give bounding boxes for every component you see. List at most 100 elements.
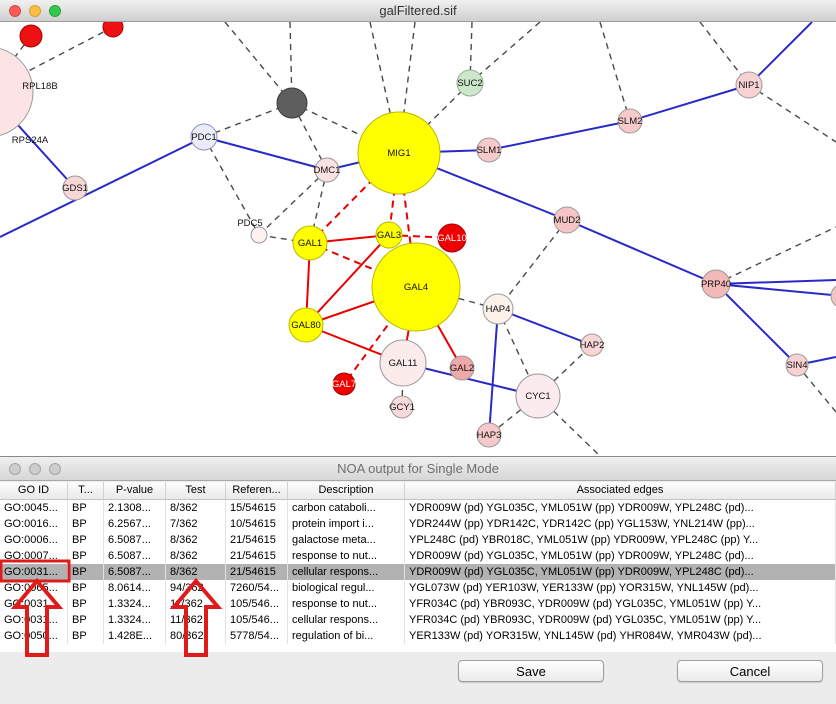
node-label-MIG1: MIG1 <box>387 148 410 159</box>
network-edge-pd <box>224 22 293 104</box>
node-label-HAP2: HAP2 <box>580 340 605 351</box>
cell-r5-c0: GO:0065... <box>0 580 68 596</box>
network-edge-pp <box>629 84 750 122</box>
network-node-SIN4[interactable] <box>785 353 809 377</box>
network-node-HAP4[interactable] <box>482 293 514 325</box>
network-node-GCY1[interactable] <box>390 395 414 419</box>
network-node-PDC5[interactable] <box>250 226 268 244</box>
network-node-NIP1[interactable] <box>735 71 763 99</box>
network-node-MIG1[interactable] <box>357 111 441 195</box>
noa-window-titlebar[interactable]: NOA output for Single Mode <box>0 457 836 481</box>
cell-r7-c6: YFR034C (pd) YBR093C, YDR009W (pd) YGL03… <box>405 612 836 628</box>
network-edge-pd <box>599 22 631 122</box>
network-node-HAP3[interactable] <box>476 422 502 448</box>
node-label-PDC1: PDC1 <box>191 132 216 143</box>
cell-r5-c6: YGL073W (pd) YER103W, YER133W (pp) YOR31… <box>405 580 836 596</box>
network-edge-pd <box>258 234 311 244</box>
column-header-0[interactable]: GO ID <box>0 482 68 499</box>
network-node-MUD2[interactable] <box>553 206 581 234</box>
cell-r3-c4: 21/54615 <box>226 548 288 564</box>
network-node-RPL18B[interactable] <box>0 47 34 137</box>
column-header-2[interactable]: P-value <box>104 482 166 499</box>
column-header-5[interactable]: Description <box>288 482 405 499</box>
network-node-GAL11[interactable] <box>379 339 427 387</box>
cell-r4-c0: GO:0031... <box>0 564 68 580</box>
cell-r4-c2: 6.5087... <box>104 564 166 580</box>
cell-r3-c2: 6.5087... <box>104 548 166 564</box>
cell-r5-c1: BP <box>68 580 104 596</box>
cell-r5-c2: 8.0614... <box>104 580 166 596</box>
network-edge-pp <box>497 308 593 346</box>
node-label-DMC1: DMC1 <box>314 165 341 176</box>
node-label-GAL1: GAL1 <box>298 238 322 249</box>
minimize-button[interactable] <box>29 5 41 17</box>
inactive-close-button[interactable] <box>9 463 21 475</box>
network-node-SLM1[interactable] <box>476 137 502 163</box>
network-node-CYC1[interactable] <box>515 373 561 419</box>
network-node-DMC1[interactable] <box>314 157 340 183</box>
network-node-PRP40[interactable] <box>701 269 731 299</box>
network-node-GAL3[interactable] <box>375 221 403 249</box>
network-node-GAL10[interactable] <box>437 223 467 253</box>
cell-r4-c5: cellular respons... <box>288 564 405 580</box>
network-node-GAL7[interactable] <box>332 372 356 396</box>
network-node-HAP2[interactable] <box>580 333 604 357</box>
column-header-6[interactable]: Associated edges <box>405 482 836 499</box>
node-label-SLM1: SLM1 <box>477 145 502 156</box>
inactive-minimize-button[interactable] <box>29 463 41 475</box>
inactive-zoom-button[interactable] <box>49 463 61 475</box>
network-node-SUC2[interactable] <box>456 69 484 97</box>
zoom-button[interactable] <box>49 5 61 17</box>
column-header-1[interactable]: T... <box>68 482 104 499</box>
close-button[interactable] <box>9 5 21 17</box>
network-node-MSN-right[interactable] <box>830 284 836 308</box>
network-node-SLM2[interactable] <box>617 108 643 134</box>
network-edge-pd <box>291 102 328 171</box>
cell-r1-c1: BP <box>68 516 104 532</box>
network-node-PDC1[interactable] <box>190 123 218 151</box>
network-node-GAL4[interactable] <box>371 242 461 332</box>
node-label-GAL11: GAL11 <box>389 358 418 369</box>
network-node-red-top-2[interactable] <box>102 22 124 38</box>
network-window-titlebar[interactable]: galFiltered.sif <box>0 0 836 22</box>
cell-r2-c5: galactose meta... <box>288 532 405 548</box>
cell-r1-c4: 10/54615 <box>226 516 288 532</box>
network-node-GAL2[interactable] <box>449 355 475 381</box>
cell-r0-c4: 15/54615 <box>226 500 288 516</box>
network-node-GAL80[interactable] <box>288 307 324 343</box>
column-header-3[interactable]: Test <box>166 482 226 499</box>
cell-r6-c1: BP <box>68 596 104 612</box>
column-header-4[interactable]: Referen... <box>226 482 288 499</box>
cell-r7-c0: GO:0031... <box>0 612 68 628</box>
network-node-red-top-1[interactable] <box>19 24 43 48</box>
cell-r8-c0: GO:0050... <box>0 628 68 644</box>
cell-r3-c5: response to nut... <box>288 548 405 564</box>
network-edge-pd <box>497 219 568 310</box>
network-node-gray-node[interactable] <box>276 87 308 119</box>
node-label-GAL4: GAL4 <box>404 282 428 293</box>
cell-r0-c3: 8/362 <box>166 500 226 516</box>
node-label-NIP1: NIP1 <box>738 80 759 91</box>
network-node-GAL1[interactable] <box>292 225 328 261</box>
network-canvas[interactable]: RPL18BRPS24AGDS1PDC1DMC1MIG1SUC2SLM1SLM2… <box>0 22 836 456</box>
node-label-CYC1: CYC1 <box>525 391 550 402</box>
cell-r2-c3: 8/362 <box>166 532 226 548</box>
cell-r5-c5: biological regul... <box>288 580 405 596</box>
cancel-button[interactable]: Cancel <box>677 660 823 682</box>
cell-r0-c2: 2.1308... <box>104 500 166 516</box>
save-button[interactable]: Save <box>458 660 604 682</box>
cell-r4-c4: 21/54615 <box>226 564 288 580</box>
network-node-GDS1[interactable] <box>62 175 88 201</box>
network-edge-rd <box>343 286 417 385</box>
